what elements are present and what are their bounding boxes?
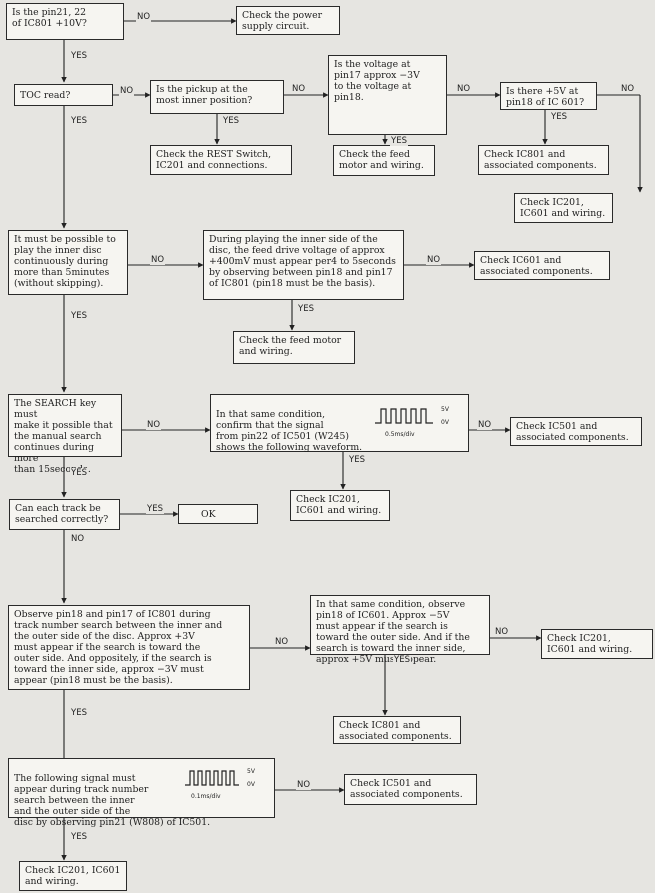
question-following-signal: The following signal must appear during … [8, 758, 275, 828]
yes-label: YES [393, 655, 411, 665]
action-check-ic201-ic601-3: Check IC201, IC601 and wiring. [541, 629, 653, 659]
question-following-text: The following signal must appear during … [14, 773, 211, 828]
waveform-1-scale-label: 0.5ms/div [385, 431, 415, 438]
yes-label: YES [70, 311, 88, 321]
yes-label: YES [70, 708, 88, 718]
question-track-search: Can each track be searched correctly? [9, 499, 120, 530]
no-label: NO [456, 84, 472, 94]
question-observe-ic601-pin18: In that same condition, observe pin18 of… [310, 595, 490, 665]
action-check-ic601: Check IC601 and associated components. [474, 251, 610, 280]
question-signal-text: In that same condition, confirm that the… [216, 409, 363, 453]
action-check-ic501-2: Check IC501 and associated components. [344, 774, 477, 805]
action-check-ic501-1: Check IC501 and associated components. [510, 417, 642, 446]
question-pin21-22-voltage: Is the pin21, 22 of IC801 +10V? [6, 3, 124, 40]
no-label: NO [274, 637, 290, 647]
action-check-rest-switch: Check the REST Switch, IC201 and connect… [150, 145, 292, 175]
action-check-ic201-ic601-1: Check IC201, IC601 and wiring. [514, 193, 613, 223]
yes-label: YES [222, 116, 240, 126]
question-toc-read: TOC read? [14, 84, 113, 106]
question-pin17-voltage: Is the voltage at pin17 approx −3V to th… [328, 55, 447, 135]
no-label: NO [136, 12, 152, 22]
question-feed-drive-voltage: During playing the inner side of the dis… [203, 230, 404, 300]
waveform-2-low-label: 0V [247, 781, 256, 788]
yes-label: YES [390, 136, 408, 146]
no-label: NO [291, 84, 307, 94]
yes-label: YES [70, 116, 88, 126]
no-label: NO [477, 420, 493, 430]
yes-label: YES [70, 468, 88, 478]
no-label: NO [426, 255, 442, 265]
action-check-ic201-ic601-4: Check IC201, IC601 and wiring. [19, 861, 127, 891]
action-check-ic201-ic601-2: Check IC201, IC601 and wiring. [290, 490, 390, 521]
action-check-feed-motor-1: Check the feed motor and wiring. [333, 145, 435, 176]
waveform-2: 5V 0V 0.1ms/div [185, 768, 256, 800]
result-ok: OK [178, 504, 258, 524]
waveform-2-scale-label: 0.1ms/div [191, 793, 221, 800]
no-label: NO [296, 780, 312, 790]
action-check-ic801-2: Check IC801 and associated components. [333, 716, 461, 744]
no-label: NO [119, 86, 135, 96]
yes-label: YES [297, 304, 315, 314]
no-label: NO [146, 420, 162, 430]
no-label: NO [620, 84, 636, 94]
waveform-1-low-label: 0V [441, 419, 450, 426]
no-label: NO [150, 255, 166, 265]
question-5v-at-pin18: Is there +5V at pin18 of IC 601? [500, 82, 597, 110]
question-inner-disc-play: It must be possible to play the inner di… [8, 230, 128, 295]
yes-label: YES [146, 504, 164, 514]
action-check-ic801-1: Check IC801 and associated components. [478, 145, 609, 175]
waveform-2-high-label: 5V [247, 768, 256, 775]
question-signal-pin22-ic501: In that same condition, confirm that the… [210, 394, 469, 453]
question-observe-pin18-pin17: Observe pin18 and pin17 of IC801 during … [8, 605, 250, 690]
yes-label: YES [348, 455, 366, 465]
waveform-1-high-label: 5V [441, 406, 450, 413]
yes-label: YES [70, 51, 88, 61]
no-label: NO [70, 534, 86, 544]
no-label: NO [494, 627, 510, 637]
action-check-power-supply: Check the power supply circuit. [236, 6, 340, 35]
question-pickup-inner-position: Is the pickup at the most inner position… [150, 80, 284, 114]
yes-label: YES [70, 832, 88, 842]
waveform-1: 5V 0V 0.5ms/div [375, 406, 450, 438]
question-search-key: The SEARCH key must make it possible tha… [8, 394, 122, 475]
action-check-feed-motor-2: Check the feed motor and wiring. [233, 331, 355, 364]
yes-label: YES [550, 112, 568, 122]
